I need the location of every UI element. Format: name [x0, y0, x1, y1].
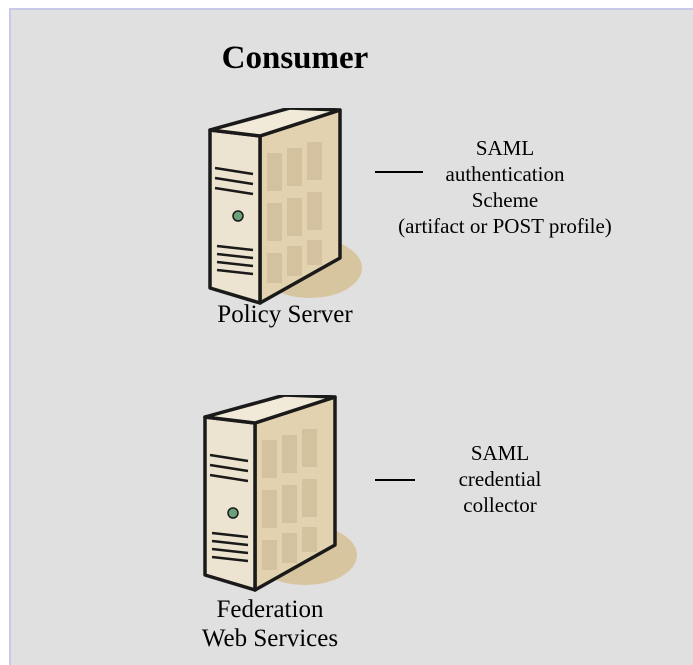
- policy-server-caption: Policy Server: [170, 300, 400, 329]
- note-line: collector: [463, 493, 537, 517]
- policy-server-note: SAML authentication Scheme (artifact or …: [370, 135, 640, 239]
- note-line: SAML: [470, 441, 530, 465]
- caption-line: Policy Server: [217, 301, 353, 328]
- caption-line: Web Services: [201, 625, 339, 652]
- policy-server-icon: [205, 108, 365, 308]
- caption-line: Federation: [216, 596, 324, 623]
- connector-line: [375, 171, 423, 173]
- note-line: (artifact or POST profile): [398, 214, 612, 238]
- note-line: Scheme: [471, 188, 539, 212]
- note-line: SAML: [475, 136, 535, 160]
- note-line: authentication: [445, 162, 565, 186]
- consumer-title: Consumer: [221, 40, 369, 76]
- connector-line: [375, 479, 415, 481]
- federation-server-icon: [200, 395, 360, 595]
- federation-server-note: SAML credential collector: [430, 440, 570, 518]
- federation-server-caption: Federation Web Services: [155, 595, 385, 653]
- note-line: credential: [458, 467, 542, 491]
